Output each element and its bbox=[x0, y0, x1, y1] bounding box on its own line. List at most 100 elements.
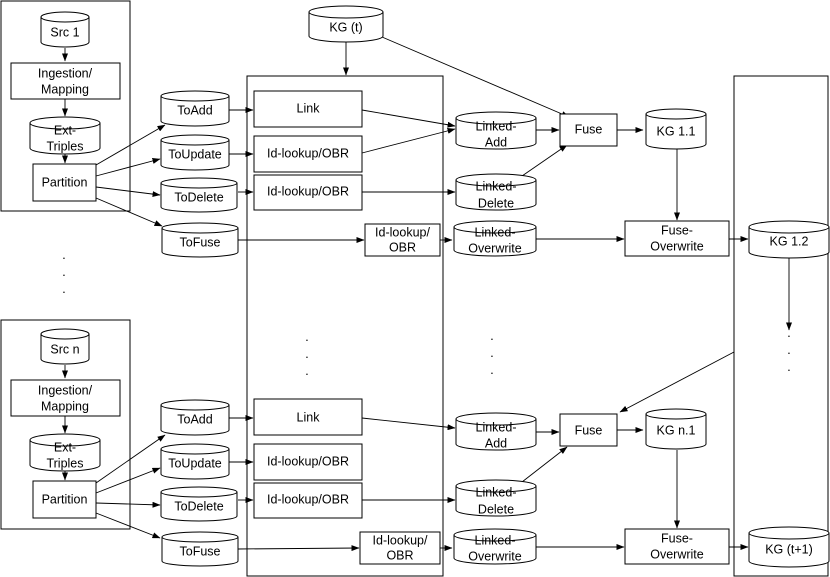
edges bbox=[62, 36, 792, 552]
link-1-label: Link bbox=[297, 101, 321, 115]
edge-partitionn-to-tofuse bbox=[95, 512, 161, 539]
toupdate-1-store: ToUpdate bbox=[160, 134, 230, 171]
ellipsis-dot: · bbox=[62, 251, 66, 265]
kg-1-1-label: KG 1.1 bbox=[657, 124, 696, 138]
ingestion-1-line-1: Ingestion/ bbox=[38, 66, 93, 80]
ingestion-n-line-2: Mapping bbox=[41, 399, 89, 413]
idlookup-delete-1-label: Id-lookup/OBR bbox=[267, 184, 349, 198]
ingestion-1-box: Ingestion/ Mapping bbox=[10, 62, 121, 100]
linked-overwrite-1-store: Linked- Overwrite bbox=[453, 220, 537, 257]
ellipsis-dot: · bbox=[305, 350, 309, 364]
toupdate-n-label: ToUpdate bbox=[168, 456, 222, 470]
linked-add-1-line-2: Add bbox=[485, 135, 507, 149]
linked-add-n-line-1: Linked- bbox=[476, 420, 517, 434]
linked-delete-n-store: Linked- Delete bbox=[455, 479, 537, 517]
edge-partitionn-to-toupdate bbox=[95, 467, 161, 494]
ellipsis-dot: · bbox=[787, 329, 791, 343]
fuse-overwrite-n-box: Fuse- Overwrite bbox=[624, 528, 730, 565]
ellipsis-dot: · bbox=[787, 346, 791, 360]
linked-overwrite-1-line-1: Linked- bbox=[475, 225, 516, 239]
kg-t-plus-1-label: KG (t+1) bbox=[765, 542, 813, 556]
kg-n-1-label: KG n.1 bbox=[657, 423, 696, 437]
tofuse-1-store: ToFuse bbox=[161, 222, 239, 258]
ingestion-1-line-2: Mapping bbox=[41, 82, 89, 96]
edge-kgt-to-fuse-1 bbox=[381, 36, 570, 118]
ext-triples-1-line-2: Triples bbox=[46, 139, 83, 153]
edge-partitionn-to-todelete bbox=[95, 501, 161, 508]
ellipsis-dot: · bbox=[305, 333, 309, 347]
todelete-1-label: ToDelete bbox=[174, 190, 223, 204]
edge-tofusen-to-idlookup bbox=[237, 545, 360, 552]
idlookup-update-n-box: Id-lookup/OBR bbox=[253, 443, 363, 481]
edge-linkn-to-linkedadd bbox=[361, 417, 456, 431]
fuse-overwrite-1-box: Fuse- Overwrite bbox=[624, 220, 730, 257]
fuse-1-box: Fuse bbox=[559, 113, 618, 147]
edge-partition1-to-toupdate bbox=[95, 158, 161, 177]
source-n-frame bbox=[0, 319, 131, 530]
link-1-box: Link bbox=[253, 90, 363, 128]
partition-n-label: Partition bbox=[42, 492, 88, 506]
toadd-n-store: ToAdd bbox=[160, 399, 230, 436]
ext-triples-1-store: Ext- Triples bbox=[29, 116, 101, 155]
ext-triples-n-line-1: Ext- bbox=[54, 440, 76, 454]
ext-triples-1-line-1: Ext- bbox=[54, 123, 76, 137]
idlookup-fuse-n-box: Id-lookup/ OBR bbox=[359, 531, 441, 565]
ellipsis-dot: · bbox=[490, 332, 494, 346]
edge-partition1-to-toadd bbox=[95, 124, 166, 166]
edge-partition1-to-todelete bbox=[95, 186, 161, 198]
edge-idupdate1-to-linkedadd bbox=[361, 127, 456, 154]
fuse-overwrite-1-line-2: Overwrite bbox=[650, 239, 704, 253]
idlookup-fuse-1-line-2: OBR bbox=[389, 240, 416, 254]
nodes: KG (t) Src 1 Ingestion/ Mapping Ext- Tri… bbox=[10, 5, 830, 568]
link-n-label: Link bbox=[297, 410, 321, 424]
linked-overwrite-1-line-2: Overwrite bbox=[468, 241, 522, 255]
ingestion-n-box: Ingestion/ Mapping bbox=[10, 379, 121, 417]
src-n-store: Src n bbox=[40, 328, 90, 365]
tofuse-1-label: ToFuse bbox=[180, 235, 221, 249]
kg-t-plus-1-store: KG (t+1) bbox=[748, 526, 830, 568]
fuse-overwrite-n-line-1: Fuse- bbox=[661, 531, 693, 545]
link-n-box: Link bbox=[253, 398, 363, 436]
toadd-1-label: ToAdd bbox=[177, 103, 212, 117]
idlookup-fuse-n-line-2: OBR bbox=[386, 548, 413, 562]
todelete-1-store: ToDelete bbox=[160, 177, 238, 213]
kg-1-1-store: KG 1.1 bbox=[645, 108, 707, 150]
idlookup-delete-1-box: Id-lookup/OBR bbox=[253, 174, 363, 211]
ingestion-n-line-1: Ingestion/ bbox=[38, 383, 93, 397]
linked-add-1-store: Linked- Add bbox=[455, 111, 537, 150]
idlookup-update-1-box: Id-lookup/OBR bbox=[253, 135, 363, 173]
toupdate-1-label: ToUpdate bbox=[168, 147, 222, 161]
fuse-overwrite-n-line-2: Overwrite bbox=[650, 547, 704, 561]
fuse-n-box: Fuse bbox=[559, 413, 618, 447]
fuse-1-label: Fuse bbox=[575, 122, 603, 136]
src-n-label: Src n bbox=[50, 342, 79, 356]
tofuse-n-store: ToFuse bbox=[161, 531, 239, 567]
edge-linkeddeleten-to-fuse bbox=[521, 446, 568, 483]
ellipsis-dot: · bbox=[305, 367, 309, 381]
edge-partitionn-to-toadd bbox=[95, 434, 166, 484]
kg-t-store: KG (t) bbox=[308, 5, 384, 43]
kg-t-label: KG (t) bbox=[329, 20, 362, 34]
linked-add-n-line-2: Add bbox=[485, 436, 507, 450]
idlookup-delete-n-box: Id-lookup/OBR bbox=[253, 482, 363, 519]
idlookup-fuse-1-box: Id-lookup/ OBR bbox=[364, 223, 441, 257]
output-kg-frame bbox=[733, 75, 829, 577]
src-1-label: Src 1 bbox=[50, 25, 79, 39]
edge-linkeddelete1-to-fuse bbox=[521, 144, 568, 177]
ext-triples-n-line-2: Triples bbox=[46, 456, 83, 470]
fuse-overwrite-1-line-1: Fuse- bbox=[661, 223, 693, 237]
ellipsis-dot: · bbox=[490, 366, 494, 380]
idlookup-fuse-1-line-1: Id-lookup/ bbox=[375, 225, 430, 239]
linked-overwrite-n-store: Linked- Overwrite bbox=[453, 528, 537, 565]
toadd-n-label: ToAdd bbox=[177, 412, 212, 426]
linked-overwrite-n-line-1: Linked- bbox=[475, 533, 516, 547]
linked-delete-n-line-2: Delete bbox=[478, 502, 514, 516]
ellipsis-dot: · bbox=[62, 268, 66, 282]
idlookup-fuse-n-line-1: Id-lookup/ bbox=[373, 533, 428, 547]
toupdate-n-store: ToUpdate bbox=[160, 443, 230, 480]
kg-1-2-label: KG 1.2 bbox=[770, 234, 809, 248]
fuse-n-label: Fuse bbox=[575, 423, 603, 437]
kg-n-1-store: KG n.1 bbox=[645, 408, 707, 450]
linked-delete-1-line-2: Delete bbox=[478, 196, 514, 210]
